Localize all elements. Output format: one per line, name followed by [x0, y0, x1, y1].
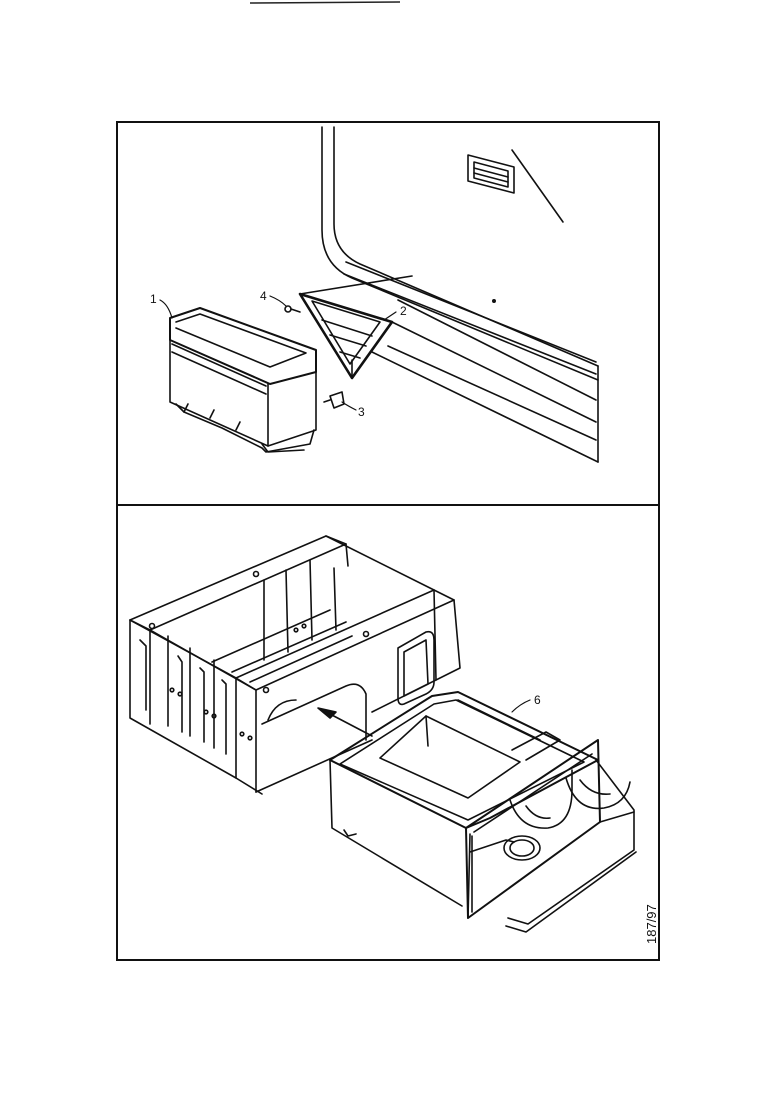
callout-6: 6 [534, 693, 541, 707]
reference-number: 187/97 [644, 904, 659, 944]
leader-line-6 [511, 699, 531, 713]
figure-frame [116, 121, 660, 961]
part-3-clip [323, 391, 345, 409]
callout-3: 3 [358, 405, 365, 419]
part-1-box [169, 307, 317, 453]
scan-edge-line [249, 1, 401, 4]
door-liner [321, 126, 599, 463]
part-4-screw [284, 305, 301, 313]
callout-1: 1 [150, 292, 157, 306]
callout-2: 2 [400, 304, 407, 318]
callout-4: 4 [260, 289, 267, 303]
insertion-arrow [317, 707, 373, 737]
door-vent [467, 154, 515, 194]
top-panel-illustration [159, 126, 599, 463]
part-2-bracket [298, 275, 413, 380]
leader-lines-top [159, 295, 397, 411]
part-6-drawer [329, 691, 637, 933]
housing-frame [129, 535, 461, 795]
bottom-panel-illustration [129, 535, 637, 933]
